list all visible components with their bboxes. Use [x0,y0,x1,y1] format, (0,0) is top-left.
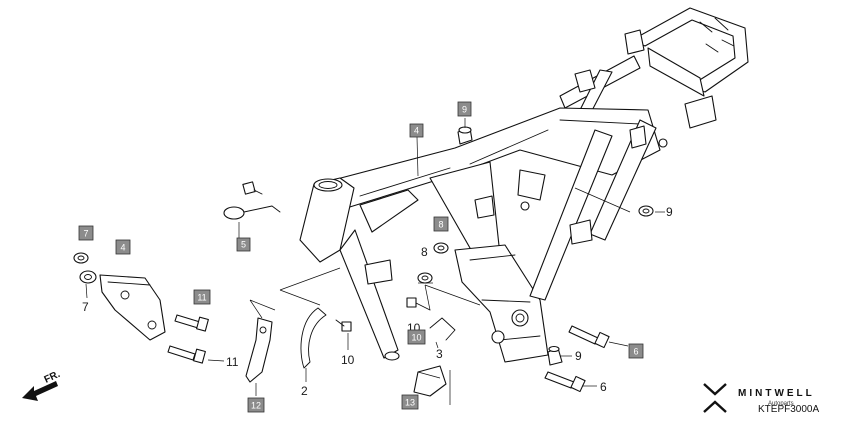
brand-site: Autoparts [768,401,794,407]
small-bolt-top-left [242,181,263,195]
nut-8 [417,242,449,284]
brand-logo: MINTWELL Autoparts [703,383,815,413]
rubber-cap-9-right [638,205,654,217]
callout-13-box: 13 [401,394,419,410]
callout-5-label: 5 [241,240,246,250]
callout-11-box: 11 [193,289,211,305]
callout-6-label: 6 [600,380,607,394]
flange-nut-7 [73,252,97,284]
callout-9-right-label: 9 [666,205,673,219]
front-direction-label: FR. [43,369,62,386]
callout-6-box: 6 [628,343,644,359]
leader-lines [85,118,665,405]
engine-hanger-plate-4 [99,274,166,341]
callout-7-box-label: 7 [83,229,88,239]
callout-9-top-box: 9 [457,101,472,117]
callout-12-label: 12 [251,401,261,411]
flange-bolt-11-upper [174,314,209,332]
front-direction-arrow: FR. [22,369,62,401]
callout-3-label: 3 [436,347,443,361]
callout-7-box: 7 [78,225,94,241]
callout-11-label: 11 [226,355,239,369]
callout-4-plate-box: 4 [115,239,131,255]
callout-12-box: 12 [247,397,265,413]
callout-10-box: 10 [407,329,426,345]
flange-bolt-6-lower [544,371,586,393]
callout-10-label: 10 [341,353,355,367]
main-frame-body [299,7,749,363]
rubber-cap-9-lower [547,345,563,366]
callout-7-label: 7 [82,300,89,314]
bracket-13 [413,365,447,397]
callout-11-box-label: 11 [197,293,206,303]
flange-bolt-11-lower [167,345,206,364]
callout-8-label: 8 [421,245,428,259]
callout-8-box: 8 [433,216,449,232]
flange-bolt-6-upper [568,325,610,349]
bolt-10 [335,297,431,332]
callout-2-label: 2 [301,384,308,398]
callout-8-box-label: 8 [438,220,443,230]
rubber-cap-9-top [457,126,473,145]
callout-5-box: 5 [236,237,251,252]
callout-10-box-label: 10 [411,333,421,343]
wire-loop-2 [300,307,327,369]
callout-4-plate-label: 4 [120,243,125,253]
bracket-12 [245,317,273,383]
callout-9-lower-label: 9 [575,349,582,363]
brand-name: MINTWELL [738,388,815,399]
callout-4-frame-label: 4 [414,126,419,136]
callout-4-frame-box: 4 [409,123,424,138]
diagram-code: KTEPF3000A [758,404,819,415]
callout-6-box-label: 6 [633,347,638,357]
callout-13-label: 13 [405,398,415,408]
clip-3 [429,317,456,341]
wire-clip-5 [223,205,281,220]
callout-9-top-label: 9 [462,105,467,115]
